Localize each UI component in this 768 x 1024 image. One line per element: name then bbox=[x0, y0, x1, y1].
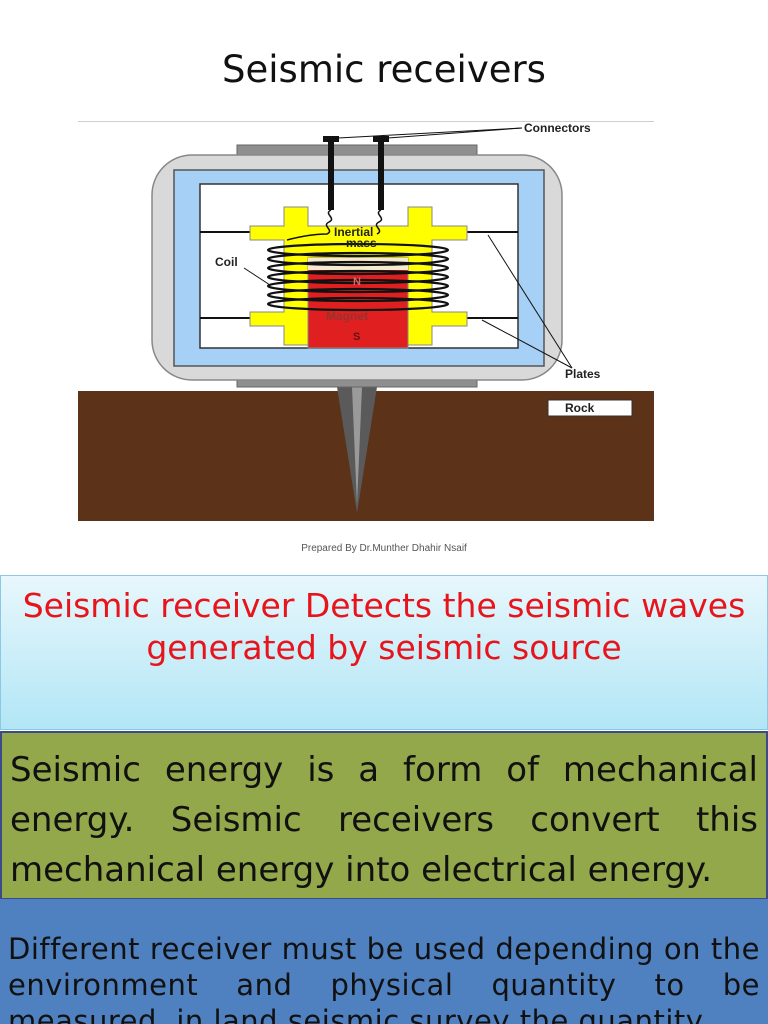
definition-box: Seismic receiver Detects the seismic wav… bbox=[0, 575, 768, 730]
author-credit: Prepared By Dr.Munther Dhahir Nsaif bbox=[301, 543, 467, 554]
definition-text: Seismic receiver Detects the seismic wav… bbox=[22, 586, 746, 667]
label-plates: Plates bbox=[565, 367, 601, 381]
environment-text: Different receiver must be used dependin… bbox=[8, 932, 760, 1024]
label-north: N bbox=[353, 276, 361, 288]
seismic-receiver-diagram: Connectors Inertial mass Coil N Magnet S… bbox=[78, 121, 654, 521]
leader-lines bbox=[243, 127, 573, 369]
spike-highlight bbox=[352, 387, 362, 505]
title-divider bbox=[78, 121, 654, 122]
connector-springs bbox=[286, 209, 383, 241]
rock-label-box bbox=[547, 399, 633, 417]
label-mass: mass bbox=[346, 236, 377, 250]
label-connectors: Connectors bbox=[524, 121, 591, 135]
label-rock: Rock bbox=[565, 401, 595, 415]
connector-rods bbox=[323, 136, 389, 210]
slide-title: Seismic receivers bbox=[222, 48, 546, 91]
label-south: S bbox=[353, 331, 360, 343]
environment-box: Different receiver must be used dependin… bbox=[0, 899, 768, 1024]
label-magnet: Magnet bbox=[326, 309, 368, 323]
coil bbox=[266, 242, 450, 312]
plate-wires bbox=[200, 231, 518, 319]
energy-text: Seismic energy is a form of mechanical e… bbox=[10, 750, 758, 890]
energy-box: Seismic energy is a form of mechanical e… bbox=[0, 731, 768, 900]
label-inertial: Inertial bbox=[334, 225, 373, 239]
inertial-mass bbox=[249, 206, 468, 346]
label-coil: Coil bbox=[215, 255, 238, 269]
